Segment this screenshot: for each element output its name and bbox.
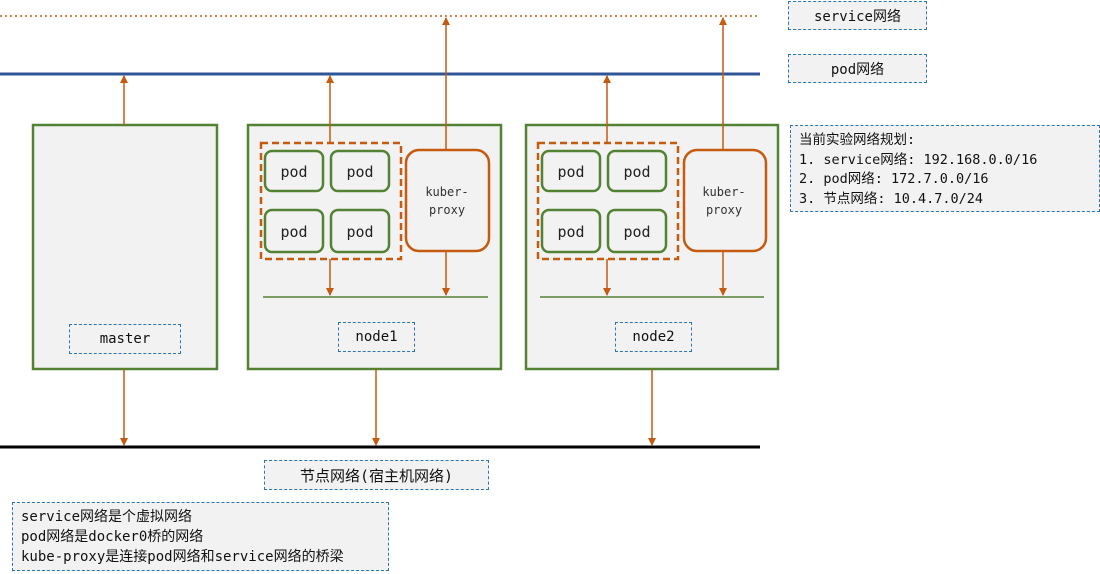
- network-plan-title: 当前实验网络规划:: [799, 132, 916, 148]
- node-network-label: 节点网络(宿主机网络): [264, 460, 489, 490]
- node2-kube-proxy-label-line2: proxy: [706, 203, 742, 217]
- node1-host-label: node1: [338, 322, 415, 352]
- node1-kube-proxy-box: [404, 148, 491, 253]
- node1-pod-label: pod: [346, 223, 373, 241]
- node2-pod-label: pod: [623, 163, 650, 181]
- node2-pod-label: pod: [623, 223, 650, 241]
- node2-pod-box: [540, 149, 602, 193]
- network-plan-item: 2. pod网络: 172.7.0.0/16: [799, 171, 989, 187]
- node2-pod-box: [606, 208, 668, 254]
- network-plan-item: 3. 节点网络: 10.4.7.0/24: [799, 190, 984, 207]
- network-plan-item: 1. service网络: 192.168.0.0/16: [799, 151, 1038, 168]
- node1-pod-box: [263, 208, 325, 254]
- node1-pod-box: [263, 149, 325, 193]
- network-plan-note: 当前实验网络规划: 1. service网络: 192.168.0.0/16 2…: [790, 125, 1100, 212]
- node1-kube-proxy-label-line2: proxy: [429, 203, 465, 217]
- node1-kube-proxy-label-line1: kuber-: [425, 185, 468, 199]
- explanation-line: kube-proxy是连接pod网络和service网络的桥梁: [21, 549, 344, 565]
- node2-kube-proxy-label-line1: kuber-: [702, 185, 745, 199]
- node1-pod-box: [329, 149, 391, 193]
- node1-pod-box: [329, 208, 391, 254]
- node2-pod-label: pod: [557, 163, 584, 181]
- pod-network-label: pod网络: [788, 54, 927, 83]
- node2-pod-box: [606, 149, 668, 193]
- service-network-label: service网络: [788, 1, 927, 30]
- node2-pod-label: pod: [557, 223, 584, 241]
- node2-kube-proxy-box: [682, 148, 768, 253]
- master-host-label: master: [69, 324, 181, 354]
- node2-host-label: node2: [615, 322, 692, 352]
- explanation-note: service网络是个虚拟网络 pod网络是docker0桥的网络 kube-p…: [12, 502, 389, 571]
- node1-pod-label: pod: [280, 223, 307, 241]
- node1-pod-label: pod: [280, 163, 307, 181]
- node1-pod-label: pod: [346, 163, 373, 181]
- node1-pod-group: [259, 141, 403, 261]
- explanation-line: pod网络是docker0桥的网络: [21, 529, 204, 545]
- node2-pod-group: [536, 141, 680, 261]
- node2-pod-box: [540, 208, 602, 254]
- explanation-line: service网络是个虚拟网络: [21, 509, 193, 525]
